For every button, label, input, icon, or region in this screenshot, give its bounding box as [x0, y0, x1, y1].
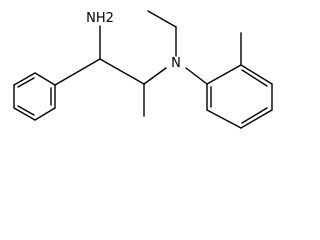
bond: [240, 109, 273, 129]
bond: [185, 67, 208, 85]
ethyl-group: [147, 10, 177, 57]
bond: [143, 67, 167, 85]
bond: [206, 109, 242, 129]
molecule-structure: NH2 N: [13, 10, 273, 129]
bond: [13, 107, 36, 121]
amine-label: NH2: [86, 11, 114, 26]
double-bond: [241, 69, 268, 87]
tolyl-ring-right: [206, 64, 273, 129]
bond: [147, 10, 177, 28]
phenyl-ring-left: [13, 72, 56, 121]
bond: [206, 64, 242, 85]
bond: [34, 72, 56, 86]
bond: [54, 58, 101, 86]
bond: [240, 64, 273, 85]
double-bond: [17, 77, 35, 88]
double-bond: [241, 107, 268, 124]
nitrogen-label: N: [171, 56, 181, 71]
backbone: [54, 25, 167, 117]
bond: [13, 72, 36, 86]
bond: [34, 107, 56, 121]
double-bond: [17, 105, 35, 116]
bond: [99, 58, 145, 85]
